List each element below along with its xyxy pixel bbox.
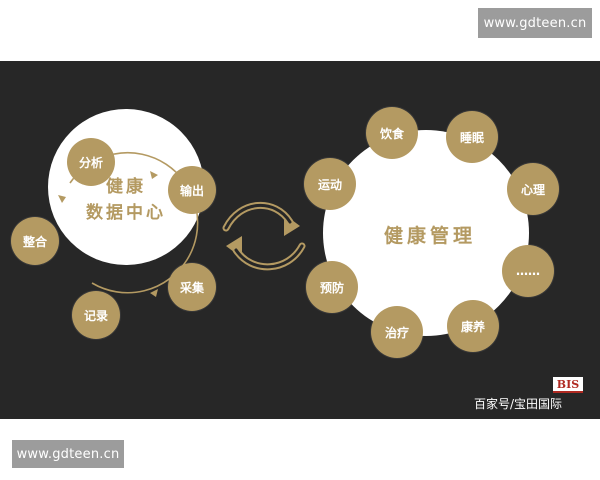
node-rehab-care: 康养 <box>447 300 499 352</box>
node-sleep: 睡眠 <box>446 111 498 163</box>
node-exercise: 运动 <box>304 158 356 210</box>
node-more: …… <box>502 245 554 297</box>
exchange-arrows-icon <box>222 202 306 271</box>
brand-logo: BIS <box>553 377 583 393</box>
node-psychology: 心理 <box>507 163 559 215</box>
cycle-arrowhead-3 <box>58 195 66 203</box>
node-collect: 采集 <box>168 263 216 311</box>
watermark-bottom: www.gdteen.cn <box>12 440 124 468</box>
source-attribution: 百家号/宝田国际 <box>474 397 563 411</box>
node-prevention: 预防 <box>306 261 358 313</box>
watermark-top: www.gdteen.cn <box>478 8 592 38</box>
health-management-circle <box>323 130 529 336</box>
left-center-title-line1: 健康 <box>106 177 146 197</box>
node-analysis: 分析 <box>67 138 115 186</box>
node-diet: 饮食 <box>366 107 418 159</box>
cycle-arrowhead-1 <box>150 171 158 179</box>
left-center-title-line2: 数据中心 <box>86 203 166 223</box>
cycle-arrowhead-2 <box>150 289 158 297</box>
node-output: 输出 <box>168 166 216 214</box>
node-record: 记录 <box>72 291 120 339</box>
node-treatment: 治疗 <box>371 306 423 358</box>
node-integrate: 整合 <box>11 217 59 265</box>
right-center-title: 健康管理 <box>383 225 476 247</box>
